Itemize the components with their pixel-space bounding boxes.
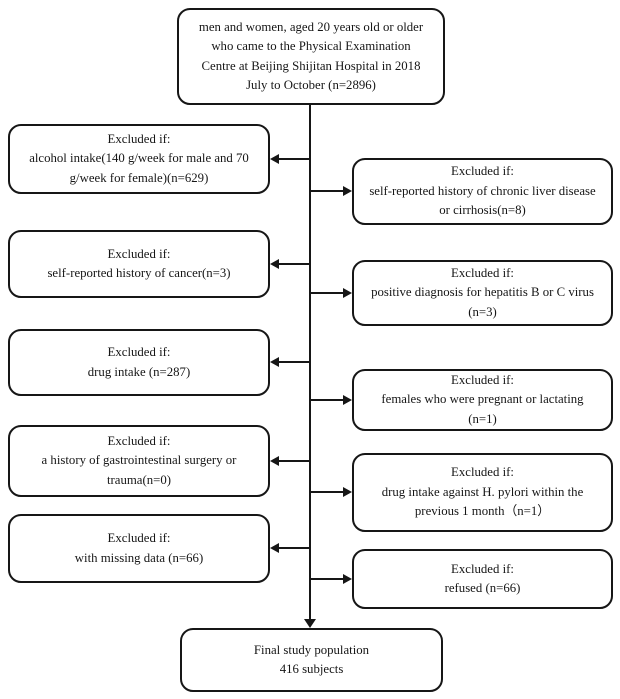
box-text-line: refused (n=66) — [444, 581, 521, 595]
arrow-left-2-head-icon — [270, 259, 279, 269]
box-text-line: Excluded if: — [451, 164, 514, 179]
box-text-line: trauma(n=0) — [106, 472, 172, 487]
box-excluded-liver-disease: Excluded if: self-reported history of chr… — [352, 158, 613, 225]
arrow-right-4-line — [310, 491, 344, 493]
arrow-left-1-head-icon — [270, 154, 279, 164]
box-text-line: Excluded if: — [107, 345, 171, 360]
box-text-line: a history of gastrointestinal surgery or — [41, 453, 237, 468]
arrow-left-2-line — [278, 263, 311, 265]
box-text-line: or cirrhosis(n=8) — [439, 203, 526, 218]
box-text-line: Excluded if: — [451, 465, 514, 480]
box-text-line: Excluded if: — [107, 131, 171, 146]
box-text-line: (n=1) — [468, 411, 497, 426]
box-text-line: drug intake against H. pylori within the — [381, 484, 584, 499]
arrow-right-5-head-icon — [343, 574, 352, 584]
box-text-line: positive diagnosis for hepatitis B or C … — [371, 285, 594, 300]
arrow-right-1-head-icon — [343, 186, 352, 196]
arrow-left-1-line — [278, 158, 311, 160]
box-excluded-hepatitis: Excluded if: positive diagnosis for hepat… — [352, 260, 613, 326]
box-text-line: Centre at Beijing Shijitan Hospital in 2… — [201, 58, 421, 73]
box-text-line: Excluded if: — [107, 246, 171, 261]
arrow-right-3-head-icon — [343, 395, 352, 405]
box-text-line: Excluded if: — [451, 561, 514, 576]
box-text-line: (n=3) — [468, 304, 497, 319]
box-final-population: Final study population 416 subjects — [180, 628, 443, 692]
box-text-line: with missing data (n=66) — [74, 550, 204, 565]
arrow-right-1-line — [310, 190, 344, 192]
arrow-right-2-head-icon — [343, 288, 352, 298]
box-text-line: men and women, aged 20 years old or olde… — [198, 19, 424, 34]
arrow-down-head-icon — [304, 619, 316, 628]
arrow-right-2-line — [310, 292, 344, 294]
arrow-left-3-line — [278, 361, 311, 363]
box-excluded-gi-surgery: Excluded if: a history of gastrointestina… — [8, 425, 270, 497]
arrow-left-3-head-icon — [270, 357, 279, 367]
box-excluded-missing-data: Excluded if: with missing data (n=66) — [8, 514, 270, 583]
box-text-line: Final study population — [253, 642, 370, 657]
arrow-left-4-line — [278, 460, 311, 462]
box-text-line: July to October (n=2896) — [246, 77, 376, 92]
box-text-line: alcohol intake(140 g/week for male and 7… — [29, 151, 249, 166]
box-excluded-alcohol: Excluded if: alcohol intake(140 g/week fo… — [8, 124, 270, 194]
box-text-line: Excluded if: — [451, 372, 514, 387]
box-text-line: Excluded if: — [107, 531, 171, 546]
arrow-left-5-line — [278, 547, 311, 549]
box-excluded-pregnant: Excluded if: females who were pregnant or… — [352, 369, 613, 431]
box-text-line: who came to the Physical Examination — [211, 39, 411, 54]
box-text-line: previous 1 month（n=1） — [414, 504, 551, 519]
box-excluded-hpylori-drug: Excluded if: drug intake against H. pylor… — [352, 453, 613, 532]
box-excluded-cancer: Excluded if: self-reported history of can… — [8, 230, 270, 298]
arrow-right-3-line — [310, 399, 344, 401]
box-excluded-refused: Excluded if: refused (n=66) — [352, 549, 613, 609]
box-text-line: g/week for female)(n=629) — [69, 170, 209, 185]
arrow-left-5-head-icon — [270, 543, 279, 553]
box-text-line: females who were pregnant or lactating — [381, 392, 584, 407]
box-text-line: self-reported history of cancer(n=3) — [47, 266, 231, 280]
box-text-line: Excluded if: — [107, 433, 171, 448]
box-population: men and women, aged 20 years old or olde… — [177, 8, 445, 105]
box-text-line: self-reported history of chronic liver d… — [369, 183, 596, 198]
box-excluded-drug-intake: Excluded if: drug intake (n=287) — [8, 329, 270, 396]
box-text-line: Excluded if: — [451, 265, 514, 280]
arrow-right-5-line — [310, 578, 344, 580]
box-text-line: 416 subjects — [279, 662, 344, 676]
box-text-line: drug intake (n=287) — [87, 364, 191, 379]
arrow-right-4-head-icon — [343, 487, 352, 497]
arrow-left-4-head-icon — [270, 456, 279, 466]
